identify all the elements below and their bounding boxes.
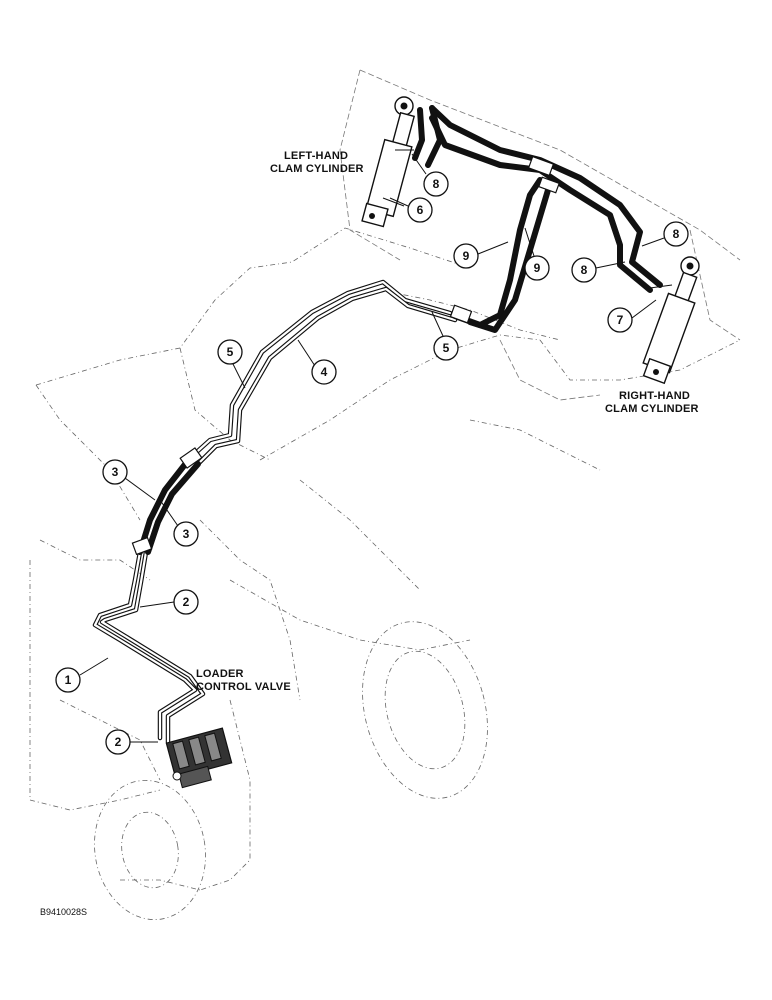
callout-2b: 2 xyxy=(115,735,122,749)
callout-3a: 3 xyxy=(112,465,119,479)
callouts: 1 2 2 3 3 4 5 5 6 7 xyxy=(55,153,689,755)
left-cylinder-label-line2: CLAM CYLINDER xyxy=(270,163,364,175)
valve-label-line1: LOADER xyxy=(196,668,244,680)
callout-7: 7 xyxy=(617,313,624,327)
text-labels: LEFT-HAND CLAM CYLINDER RIGHT-HAND CLAM … xyxy=(40,150,699,917)
callout-8c: 8 xyxy=(581,263,588,277)
callout-circle-3a xyxy=(102,459,128,485)
left-cylinder-label-line1: LEFT-HAND xyxy=(284,150,348,162)
callout-circle-5a xyxy=(217,339,243,365)
right-cylinder-label-line1: RIGHT-HAND xyxy=(619,390,690,402)
callout-3b: 3 xyxy=(183,527,190,541)
callout-circle-3b xyxy=(173,521,199,547)
callout-circle-9a xyxy=(453,243,479,269)
callout-8a: 8 xyxy=(433,177,440,191)
left-hand-clam-cylinder xyxy=(361,96,416,228)
callout-circle-4 xyxy=(311,359,337,385)
callout-2a: 2 xyxy=(183,595,190,609)
callout-circle-1 xyxy=(55,667,81,693)
callout-1: 1 xyxy=(65,673,72,687)
right-cylinder-label-line2: CLAM CYLINDER xyxy=(605,403,699,415)
figure-id: B9410028S xyxy=(40,907,87,917)
valve-label-line2: CONTROL VALVE xyxy=(196,681,291,693)
steel-tubes xyxy=(92,279,458,745)
callout-circle-8c xyxy=(571,257,597,283)
right-hand-clam-cylinder xyxy=(642,256,700,385)
callout-5b: 5 xyxy=(443,341,450,355)
callout-circle-2b xyxy=(105,729,131,755)
callout-circle-8b xyxy=(663,221,689,247)
callout-4: 4 xyxy=(321,365,328,379)
hose-fittings xyxy=(131,155,560,556)
callout-8b: 8 xyxy=(673,227,680,241)
callout-9b: 9 xyxy=(534,261,541,275)
callout-circle-6 xyxy=(407,197,433,223)
callout-6: 6 xyxy=(417,203,424,217)
callout-5a: 5 xyxy=(227,345,234,359)
callout-circle-7 xyxy=(607,307,633,333)
callout-circle-9b xyxy=(524,255,550,281)
callout-9a: 9 xyxy=(463,249,470,263)
callout-circle-8a xyxy=(423,171,449,197)
loader-control-valve xyxy=(165,727,233,789)
machine-outline xyxy=(29,69,741,920)
callout-circle-5b xyxy=(433,335,459,361)
callout-circle-2a xyxy=(173,589,199,615)
